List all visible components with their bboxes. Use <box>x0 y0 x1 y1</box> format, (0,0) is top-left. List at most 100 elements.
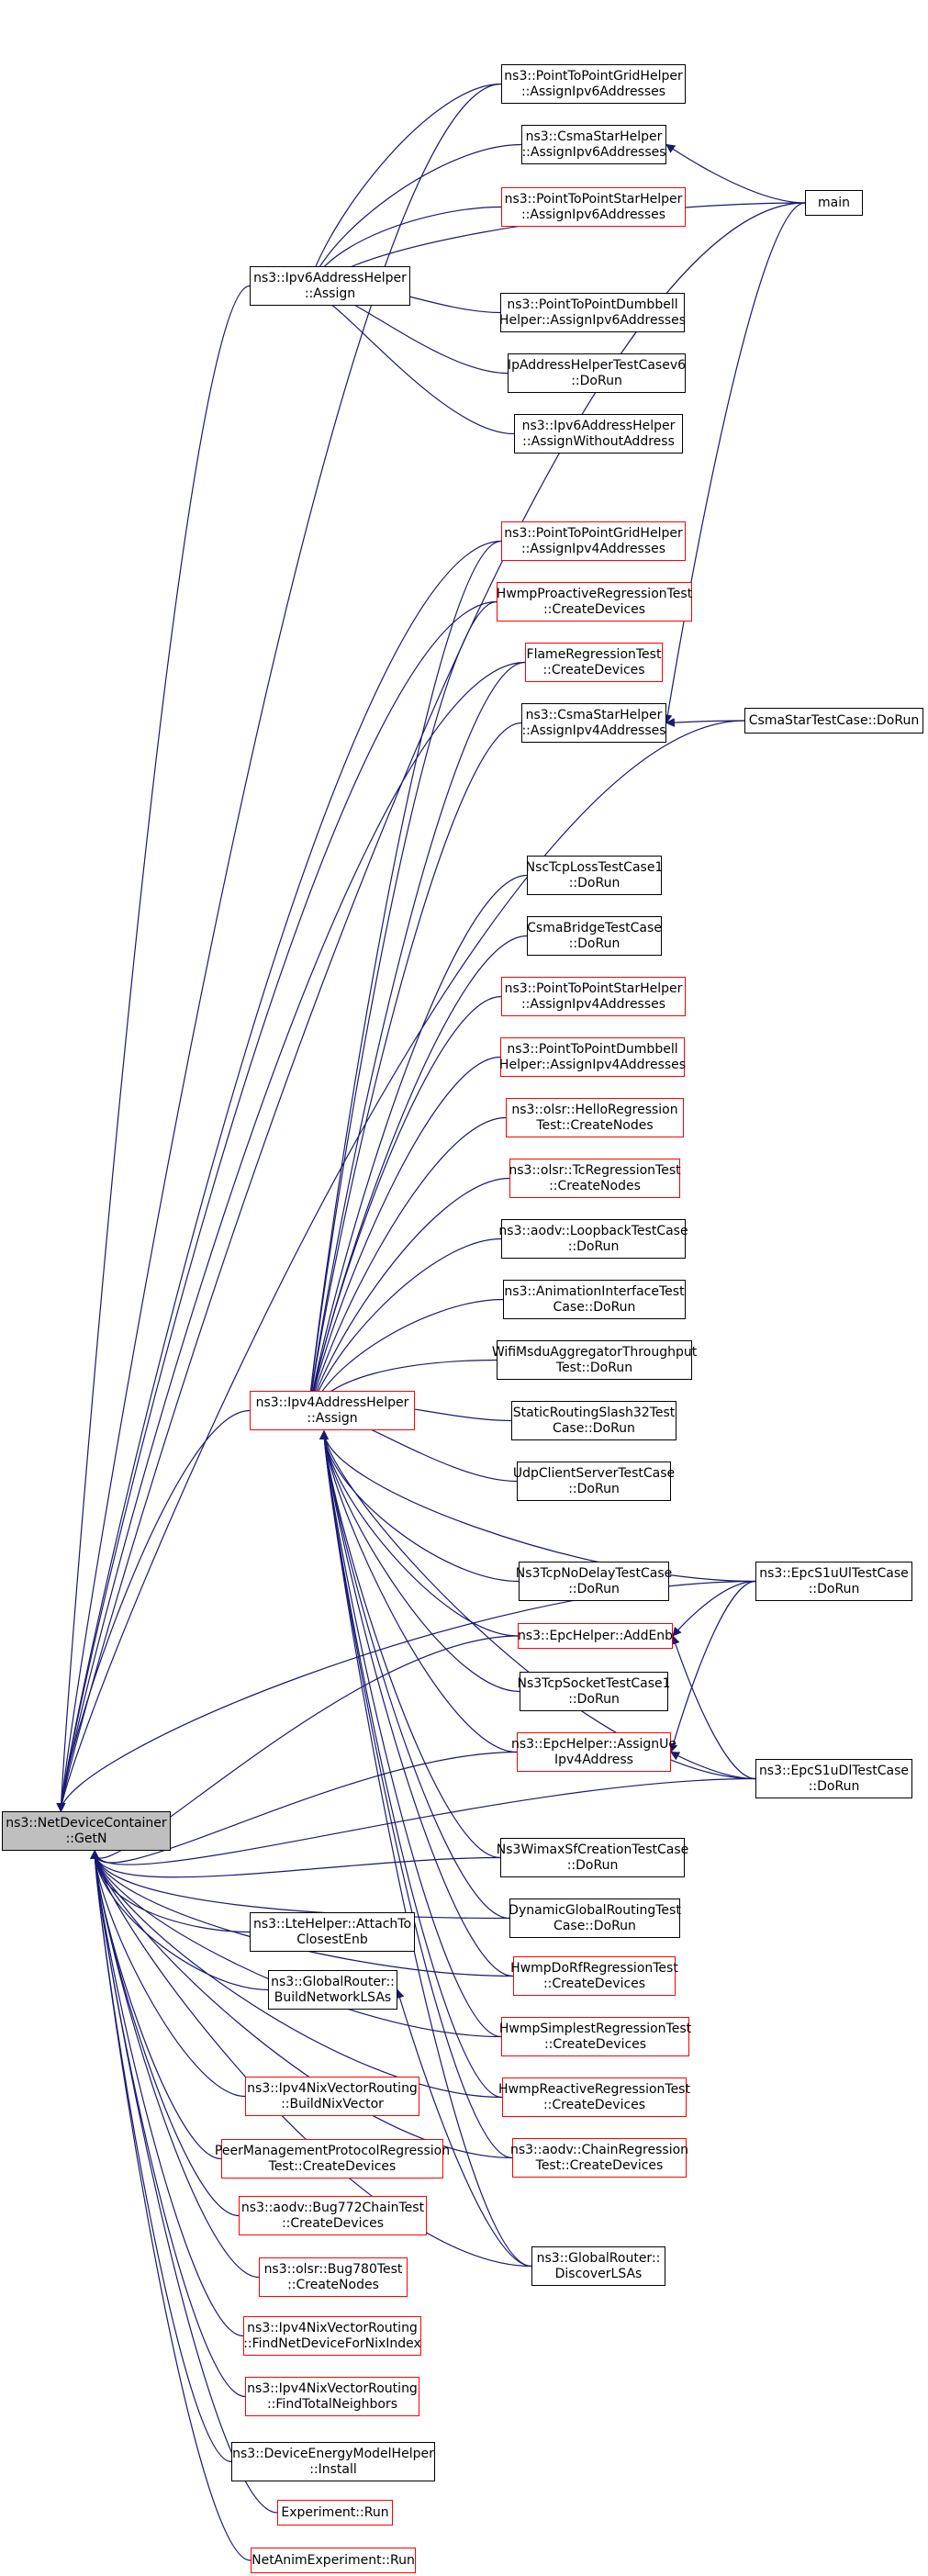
call-edge <box>90 1850 269 1991</box>
node-hwmpdorf[interactable]: HwmpDoRfRegressionTest::CreateDevices <box>510 1956 678 1996</box>
node-globaldiscover[interactable]: ns3::GlobalRouter::DiscoverLSAs <box>531 2246 665 2286</box>
node-label-line: ::CreateDevices <box>542 662 645 678</box>
call-edge <box>672 1580 756 1637</box>
node-label-line: ::GetN <box>65 1831 107 1846</box>
node-label-line: ::AssignIpv4Addresses <box>520 541 666 556</box>
node-devenergy[interactable]: ns3::DeviceEnergyModelHelper::Install <box>231 2442 435 2481</box>
node-label-line: ns3::Ipv4AddressHelper <box>255 1394 409 1410</box>
call-edge <box>56 600 498 1812</box>
node-label-line: ::DoRun <box>568 1481 620 1496</box>
node-experiment[interactable]: Experiment::Run <box>277 2500 393 2526</box>
node-label-line: ns3::PointToPointStarHelper <box>504 191 683 207</box>
call-edge <box>90 1850 252 2561</box>
call-edge <box>319 1430 532 2268</box>
call-edge <box>319 1430 520 1693</box>
node-label-line: ns3::PointToPointStarHelper <box>504 980 683 996</box>
node-label-line: ns3::aodv::LoopbackTestCase <box>498 1223 688 1238</box>
call-edge <box>319 1430 518 1753</box>
node-ipv4nixneighbors[interactable]: ns3::Ipv4NixVectorRouting::FindTotalNeig… <box>245 2377 419 2416</box>
call-edge <box>90 1850 514 1977</box>
node-csmastar4[interactable]: ns3::CsmaStarHelper::AssignIpv4Addresses <box>521 703 666 743</box>
node-ns3tcpnodelay[interactable]: Ns3TcpNoDelayTestCase::DoRun <box>516 1562 672 1601</box>
node-aodvloop[interactable]: ns3::aodv::LoopbackTestCase::DoRun <box>498 1219 688 1259</box>
node-addenb[interactable]: ns3::EpcHelper::AddEnb <box>518 1623 673 1649</box>
node-label-line: Test::DoRun <box>555 1360 633 1375</box>
call-edge <box>395 1988 532 2268</box>
node-ipv4assign[interactable]: ns3::Ipv4AddressHelper::Assign <box>250 1391 415 1430</box>
node-csmastartest[interactable]: CsmaStarTestCase::DoRun <box>744 708 923 734</box>
node-label-line: ns3::PointToPointDumbbell <box>507 1041 678 1057</box>
node-label-line: ns3::EpcHelper::AddEnb <box>517 1628 674 1643</box>
node-hwmpsimplest[interactable]: HwmpSimplestRegressionTest::CreateDevice… <box>498 2017 692 2056</box>
node-globalbuild[interactable]: ns3::GlobalRouter::BuildNetworkLSAs <box>268 1970 397 2010</box>
node-label-line: Experiment::Run <box>281 2504 389 2520</box>
call-edge <box>56 661 526 1812</box>
node-p2pgrid6[interactable]: ns3::PointToPointGridHelper::AssignIpv6A… <box>501 64 686 104</box>
node-ns3wimax[interactable]: Ns3WimaxSfCreationTestCase::DoRun <box>497 1838 688 1877</box>
call-edge <box>663 202 806 724</box>
node-label-line: CsmaStarTestCase::DoRun <box>748 712 920 728</box>
node-ipaddrtest6[interactable]: IpAddressHelperTestCasev6::DoRun <box>508 353 686 393</box>
node-label-line: ns3::Ipv6AddressHelper <box>521 418 676 433</box>
node-p2pgrid4[interactable]: ns3::PointToPointGridHelper::AssignIpv4A… <box>501 521 686 561</box>
node-olsrtc[interactable]: ns3::olsr::TcRegressionTest::CreateNodes <box>509 1159 681 1198</box>
call-edge <box>90 1635 519 1860</box>
node-label-line: ns3::PointToPointGridHelper <box>504 68 683 84</box>
call-edge <box>90 1850 503 2099</box>
node-p2pstar4[interactable]: ns3::PointToPointStarHelper::AssignIpv4A… <box>501 977 686 1016</box>
node-main[interactable]: main <box>805 190 863 216</box>
node-label-line: ns3::PointToPointDumbbell <box>507 297 678 312</box>
node-label-line: ns3::olsr::TcRegressionTest <box>509 1162 681 1178</box>
node-label-line: NscTcpLossTestCase1 <box>525 859 664 875</box>
call-edge <box>90 1777 756 1865</box>
node-udpclient[interactable]: UdpClientServerTestCase::DoRun <box>513 1462 675 1501</box>
node-label-line: Test::CreateDevices <box>268 2158 397 2174</box>
node-hwmpproactive[interactable]: HwmpProactiveRegressionTest::CreateDevic… <box>497 582 692 622</box>
node-label-line: DiscoverLSAs <box>554 2266 643 2281</box>
node-label-line: ns3::EpcS1uDlTestCase <box>758 1763 910 1778</box>
node-label-line: Helper::AssignIpv6Addresses <box>498 312 687 328</box>
node-nsctcploss[interactable]: NscTcpLossTestCase1::DoRun <box>525 856 664 895</box>
node-label-line: ::AssignIpv6Addresses <box>520 84 666 99</box>
node-ipv4nixfind[interactable]: ns3::Ipv4NixVectorRouting::FindNetDevice… <box>243 2316 421 2356</box>
node-label-line: ::DoRun <box>808 1778 860 1794</box>
node-label-line: Helper::AssignIpv4Addresses <box>498 1057 687 1072</box>
node-aodvbug772[interactable]: ns3::aodv::Bug772ChainTest::CreateDevice… <box>239 2196 427 2235</box>
node-epcs1udl[interactable]: ns3::EpcS1uDlTestCase::DoRun <box>755 1759 912 1798</box>
node-hwmpreactive[interactable]: HwmpReactiveRegressionTest::CreateDevice… <box>498 2078 690 2117</box>
node-epcs1uul[interactable]: ns3::EpcS1uUlTestCase::DoRun <box>755 1562 912 1601</box>
node-ns3tcpsocket[interactable]: Ns3TcpSocketTestCase1::DoRun <box>517 1672 671 1711</box>
node-ipv6assign[interactable]: ns3::Ipv6AddressHelper::Assign <box>250 266 410 306</box>
node-label-line: HwmpSimplestRegressionTest <box>498 2021 692 2036</box>
node-label-line: ns3::aodv::Bug772ChainTest <box>240 2200 425 2215</box>
node-getn[interactable]: ns3::NetDeviceContainer::GetN <box>2 1811 171 1851</box>
node-olsrbug780[interactable]: ns3::olsr::Bug780Test::CreateNodes <box>259 2257 408 2297</box>
node-label-line: Test::CreateDevices <box>535 2157 664 2173</box>
node-ipv4nixbuild[interactable]: ns3::Ipv4NixVectorRouting::BuildNixVecto… <box>245 2077 419 2116</box>
node-label-line: ::CreateDevices <box>542 2097 646 2112</box>
node-label-line: ::DoRun <box>571 373 622 388</box>
call-edge <box>665 143 806 204</box>
node-p2pstar6[interactable]: ns3::PointToPointStarHelper::AssignIpv6A… <box>501 187 686 227</box>
node-flame[interactable]: FlameRegressionTest::CreateDevices <box>525 643 663 682</box>
node-ipv6without[interactable]: ns3::Ipv6AddressHelper::AssignWithoutAdd… <box>514 414 683 454</box>
node-csmastar6[interactable]: ns3::CsmaStarHelper::AssignIpv6Addresses <box>521 125 666 164</box>
node-label-line: Ns3TcpSocketTestCase1 <box>517 1675 671 1691</box>
node-label-line: UdpClientServerTestCase <box>512 1465 676 1481</box>
node-label-line: ::DoRun <box>568 1691 620 1707</box>
node-label-line: ns3::Ipv4NixVectorRouting <box>247 2320 418 2335</box>
node-csmabridge[interactable]: CsmaBridgeTestCase::DoRun <box>527 916 662 956</box>
node-label-line: ::CreateDevices <box>542 601 646 617</box>
node-netanim[interactable]: NetAnimExperiment::Run <box>251 2548 416 2573</box>
